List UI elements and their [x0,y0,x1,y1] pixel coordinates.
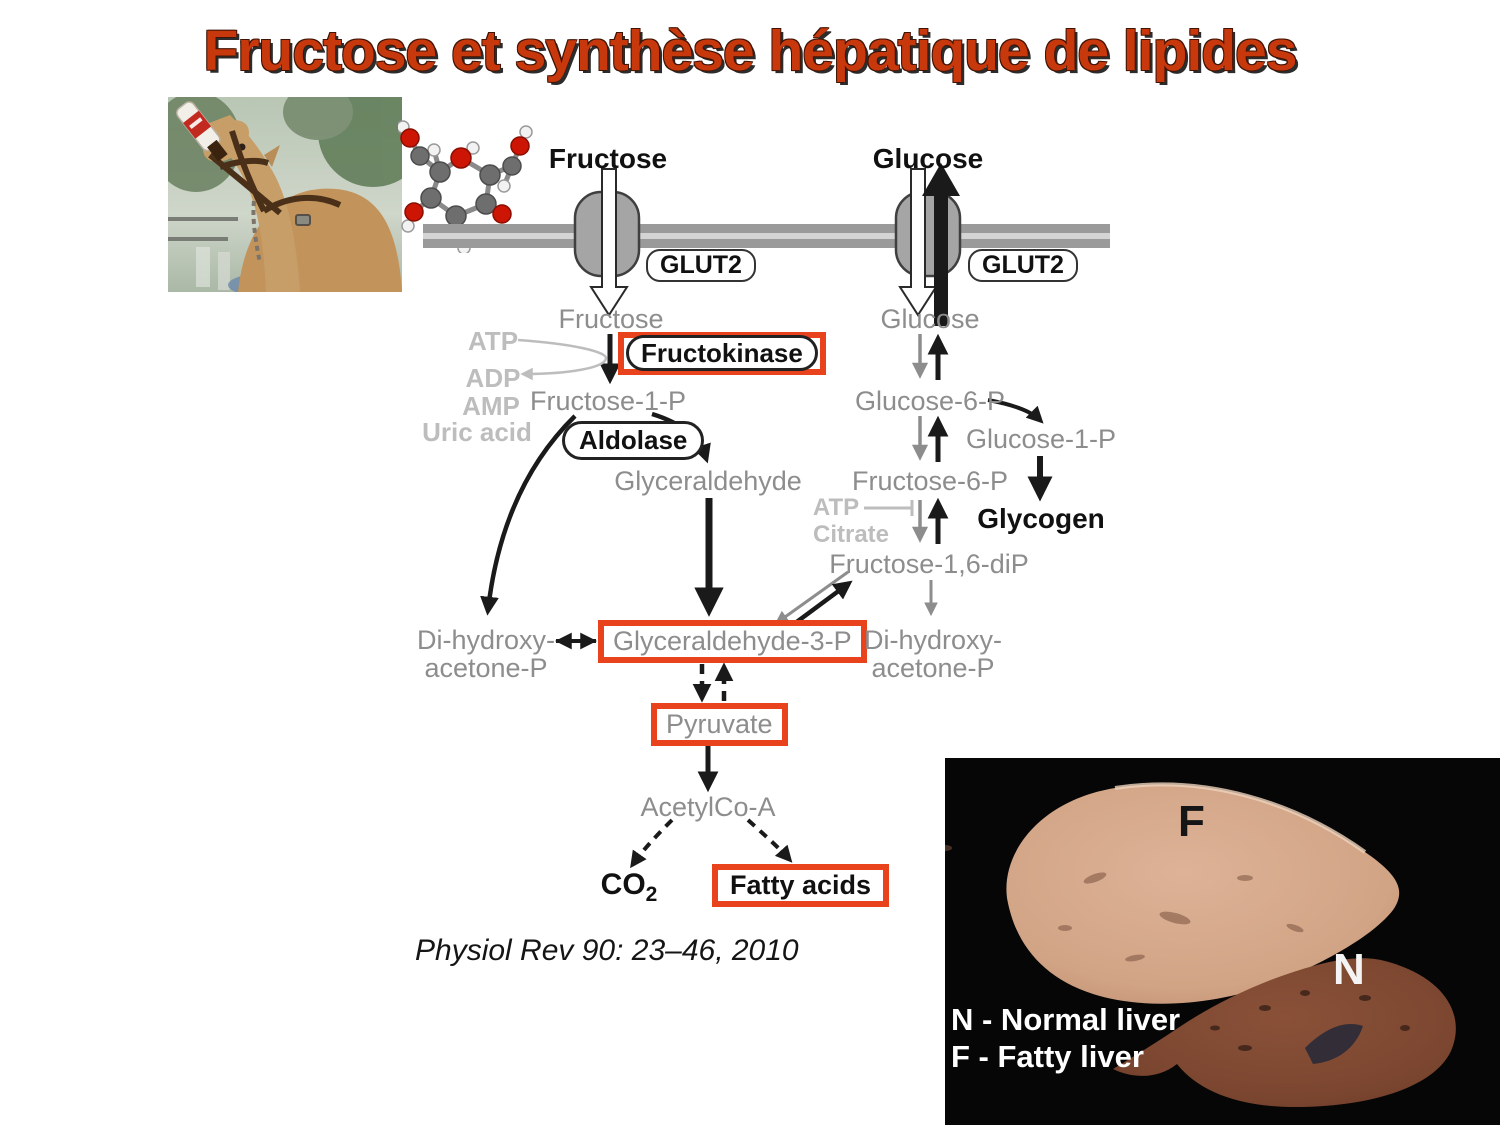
label-glycogen: Glycogen [977,503,1105,534]
arrow-glucose-export [922,163,960,326]
dhap-left-line1: Di-hydroxy- [416,625,556,655]
glut2-transporter-glucose [894,190,962,278]
glut2-badge-left: GLUT2 [646,249,756,282]
fatty-liver-specimen: F [945,782,1400,1004]
normal-liver-letter: N [1333,945,1365,994]
label-adp: ADP [465,363,521,393]
glut2-badge-right: GLUT2 [968,249,1078,282]
arrow-acetylcoa-to-fattyacids [746,818,793,863]
normal-liver-texture [1210,990,1410,1051]
label-acetyl-coa: AcetylCo-A [640,792,776,822]
citation: Physiol Rev 90: 23–46, 2010 [415,934,799,967]
label-atp-inhibitor: ATP [812,494,860,521]
arrow-g6p-to-g1p [987,398,1044,424]
arrow-f1p-to-dhap-left [480,414,577,616]
inhibition-atp-citrate [864,500,914,516]
label-fructose-16-dip: Fructose-1,6-diP [829,549,1029,579]
label-dhap-left: Di-hydroxy- acetone-P [417,626,555,682]
arrow-acetylcoa-to-co2 [630,818,674,869]
g3p-highlight-box: Glyceraldehyde-3-P [598,620,867,663]
fructose-molecule-illustration [398,120,533,253]
fatty-liver-texture [945,845,1304,962]
label-glyceraldehyde-3-p: Glyceraldehyde-3-P [613,626,852,656]
co2-subscript: 2 [645,883,658,906]
arrow-glucose-uptake [898,168,938,317]
pyruvate-highlight-box: Pyruvate [651,703,788,746]
label-glucose-extracellular: Glucose [872,143,984,174]
glut2-label-left: GLUT2 [646,249,756,282]
camel-drinking-photo [168,97,402,292]
normal-liver-specimen: N [1113,945,1456,1108]
arrow-fructose-uptake [589,168,629,317]
cell-membrane [423,224,1110,248]
slide-title: Fructose et synthèse hépatique de lipide… [203,19,1298,83]
label-citrate: Citrate [812,521,890,548]
label-pyruvate: Pyruvate [666,709,773,739]
label-glyceraldehyde: Glyceraldehyde [614,466,802,496]
label-atp: ATP [467,326,519,356]
liver-comparison-photo: F N N - Normal liver F - Fatty liver [945,758,1500,1125]
camel [202,115,402,292]
harness [208,130,342,216]
label-fatty-acids: Fatty acids [730,870,872,900]
dhap-right-line2: acetone-P [871,653,995,683]
arrow-atp-to-adp [517,338,608,381]
label-fructose-1-p: Fructose-1-P [529,386,687,416]
aldolase-badge: Aldolase [562,421,705,460]
fatty-liver-letter: F [1178,797,1205,846]
liver-legend-normal: N - Normal liver [951,1002,1180,1037]
liver-legend-fatty: F - Fatty liver [951,1039,1144,1074]
dhap-right-line1: Di-hydroxy- [863,625,1003,655]
label-glucose-1-p: Glucose-1-P [965,424,1117,454]
label-fructose-intracellular: Fructose [558,304,664,334]
co2-base: CO [600,868,646,901]
glut2-label-right: GLUT2 [968,249,1078,282]
label-fructose-6-p: Fructose-6-P [851,466,1009,496]
fructokinase-enzyme-label: Fructokinase [626,335,818,371]
cola-bottle [176,101,228,162]
label-glucose-6-p: Glucose-6-P [854,386,1006,416]
label-co2: CO2 [601,868,658,907]
label-fructose-extracellular: Fructose [548,143,668,174]
label-glucose-intracellular: Glucose [880,304,980,334]
label-uric-acid: Uric acid [422,417,532,447]
arrow-f16dip-to-g3p [774,570,849,625]
aldolase-enzyme-label: Aldolase [562,421,705,460]
fructokinase-highlight-box: Fructokinase [618,332,826,375]
label-amp: AMP [462,391,520,421]
label-dhap-right: Di-hydroxy- acetone-P [864,626,1002,682]
fatty-acids-highlight-box: Fatty acids [712,864,890,907]
dhap-left-line2: acetone-P [424,653,548,683]
